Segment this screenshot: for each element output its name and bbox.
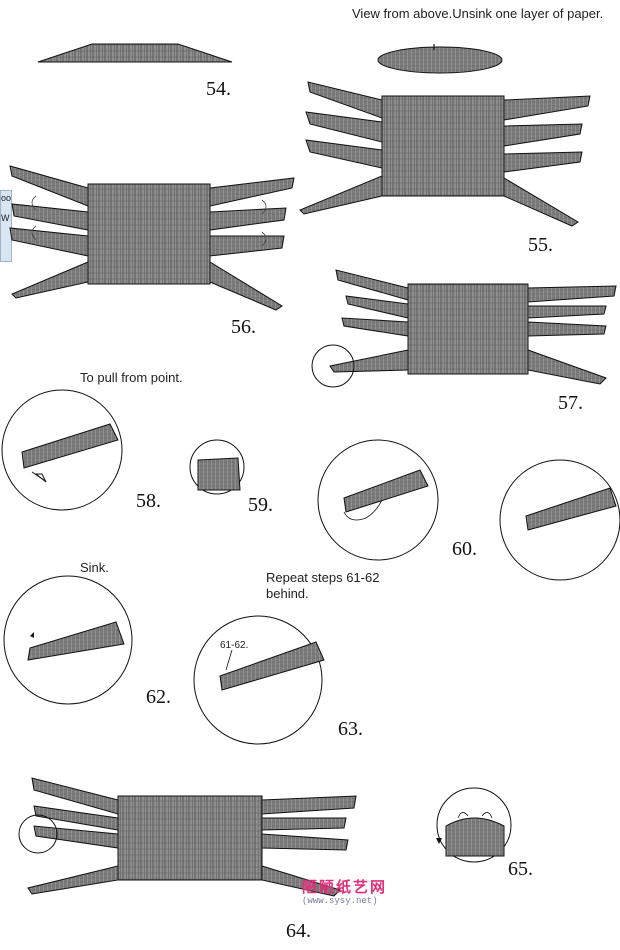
step-number-57: 57.	[558, 392, 583, 414]
step-number-59: 59.	[248, 494, 273, 516]
step57-drawing	[311, 269, 617, 388]
step59-drawing	[189, 439, 245, 495]
step58-instruction: To pull from point.	[80, 370, 183, 385]
step63-instruction-line2: behind.	[266, 586, 309, 601]
step-number-56: 56.	[231, 316, 256, 338]
step58-drawing	[1, 389, 123, 511]
step60-drawing	[317, 439, 620, 581]
step-number-54: 54.	[206, 78, 231, 100]
step63-drawing	[193, 615, 325, 745]
step55-top-view	[377, 44, 503, 74]
step55-instruction: View from above.Unsink one layer of pape…	[352, 6, 604, 21]
step62-instruction: Sink.	[80, 560, 109, 575]
edge-window-fragment: oo W	[0, 190, 12, 262]
step56-drawing	[9, 165, 295, 311]
step-number-60: 60.	[452, 538, 477, 560]
step-number-65: 65.	[508, 858, 533, 880]
step64-drawing	[18, 777, 357, 897]
watermark-logo: 陋陋纸艺网	[302, 878, 388, 896]
step65-drawing	[436, 787, 512, 863]
step-number-64: 64.	[286, 920, 311, 942]
step-number-55: 55.	[528, 234, 553, 256]
edge-fragment-text-2: W	[1, 213, 10, 223]
step-number-62: 62.	[146, 686, 171, 708]
edge-fragment-text-1: oo	[1, 193, 12, 203]
watermark-url: (www.sysy.net)	[302, 896, 378, 906]
step63-instruction-line1: Repeat steps 61-62	[266, 570, 380, 585]
step62-drawing	[3, 575, 133, 705]
step-number-63: 63.	[338, 718, 363, 740]
step55-drawing	[299, 81, 591, 227]
step54-drawing	[37, 43, 233, 63]
step-number-58: 58.	[136, 490, 161, 512]
step63-callout: 61-62.	[220, 640, 249, 651]
